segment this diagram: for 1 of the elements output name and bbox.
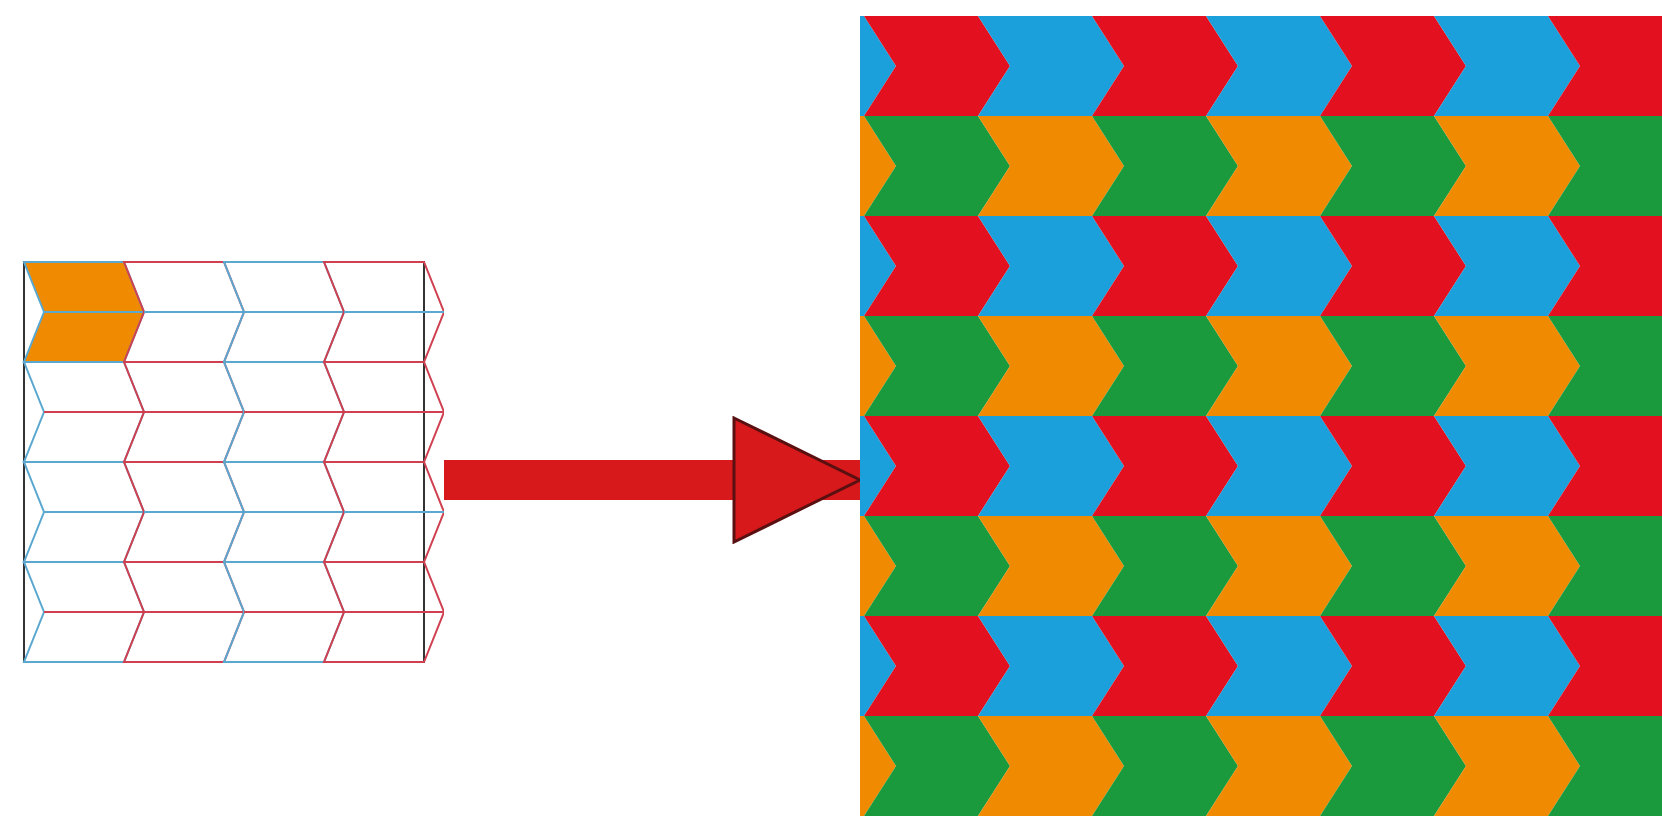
block-arrow	[444, 416, 862, 544]
